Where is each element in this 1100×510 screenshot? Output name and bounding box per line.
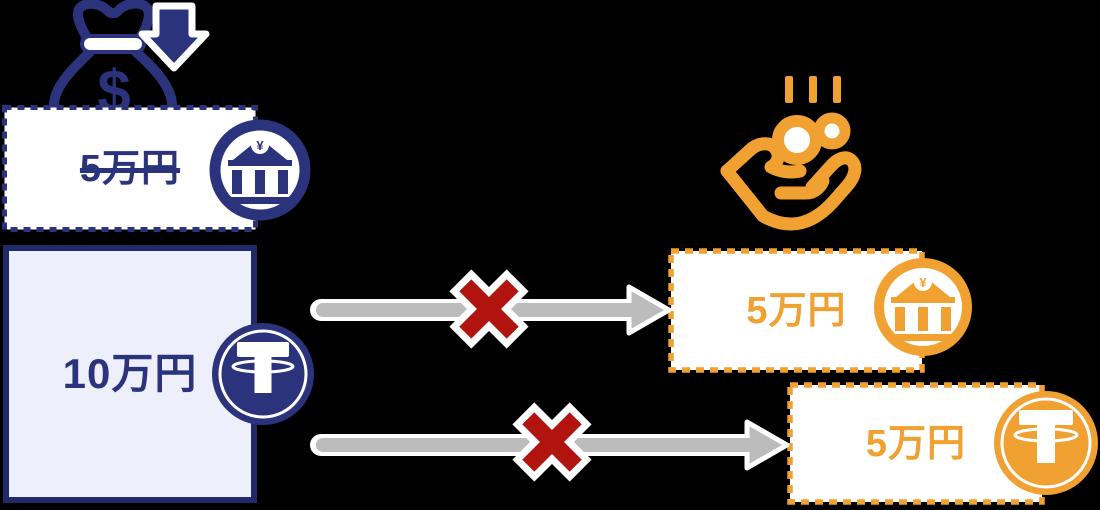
coin-large [772, 115, 822, 165]
hand-receiving-coins-icon [720, 76, 862, 231]
coin-small [813, 112, 851, 150]
bank-yen-coin-icon-navy: ¥ [209, 119, 311, 221]
tether-holding-amount: 10万円 [62, 350, 198, 397]
prohibited-x-icon-2 [512, 402, 592, 482]
bank-received-amount: 5万円 [746, 289, 847, 332]
down-arrow-icon [138, 2, 210, 72]
tether-coin-icon-orange [994, 391, 1098, 495]
bank-deposit-amount: 5万円 [79, 147, 181, 190]
prohibited-x-icon-1 [449, 269, 529, 349]
money-bag-icon: $ [49, 0, 177, 125]
bank-yen-coin-icon-orange: ¥ [874, 258, 972, 356]
tether-received-amount: 5万円 [865, 422, 967, 465]
yen-glyph: ¥ [919, 275, 927, 290]
yen-glyph: ¥ [256, 138, 264, 153]
tether-coin-icon-navy [212, 323, 314, 425]
